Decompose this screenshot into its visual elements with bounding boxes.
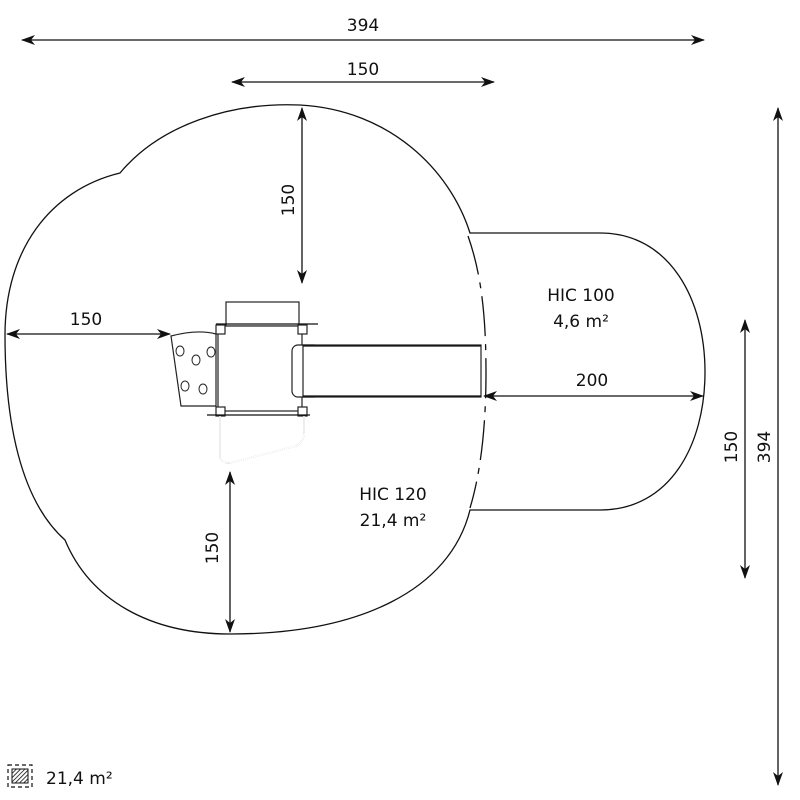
legend: 21,4 m² <box>7 764 113 789</box>
play-equipment <box>170 301 482 464</box>
post <box>215 324 226 335</box>
dim-total-height: 394 <box>755 431 775 463</box>
dim-top-width: 150 <box>347 60 379 80</box>
zone-area-hic120: 21,4 m² <box>360 511 427 531</box>
dim-top-depth: 150 <box>279 184 299 216</box>
zone-divider-dashed <box>467 235 487 509</box>
safety-zone-outline <box>4 104 706 635</box>
post <box>297 406 308 417</box>
hatched-area-icon <box>7 764 33 788</box>
zone-label-hic100: HIC 100 <box>547 286 615 306</box>
post <box>297 324 308 335</box>
top-panel <box>225 301 300 327</box>
dim-slide-width: 150 <box>722 431 742 463</box>
climbing-wall <box>170 331 217 407</box>
climbing-holds <box>175 345 216 395</box>
zone-area-hic100: 4,6 m² <box>553 312 609 332</box>
handrail <box>219 416 305 464</box>
slide <box>302 344 482 398</box>
legend-total-area: 21,4 m² <box>46 769 113 789</box>
dim-bottom-depth: 150 <box>203 532 223 564</box>
dim-slide-length: 200 <box>576 371 608 391</box>
platform-deck <box>217 325 303 412</box>
dim-left-depth: 150 <box>70 310 102 330</box>
dim-total-width: 394 <box>347 16 379 36</box>
zone-label-hic120: HIC 120 <box>359 485 427 505</box>
